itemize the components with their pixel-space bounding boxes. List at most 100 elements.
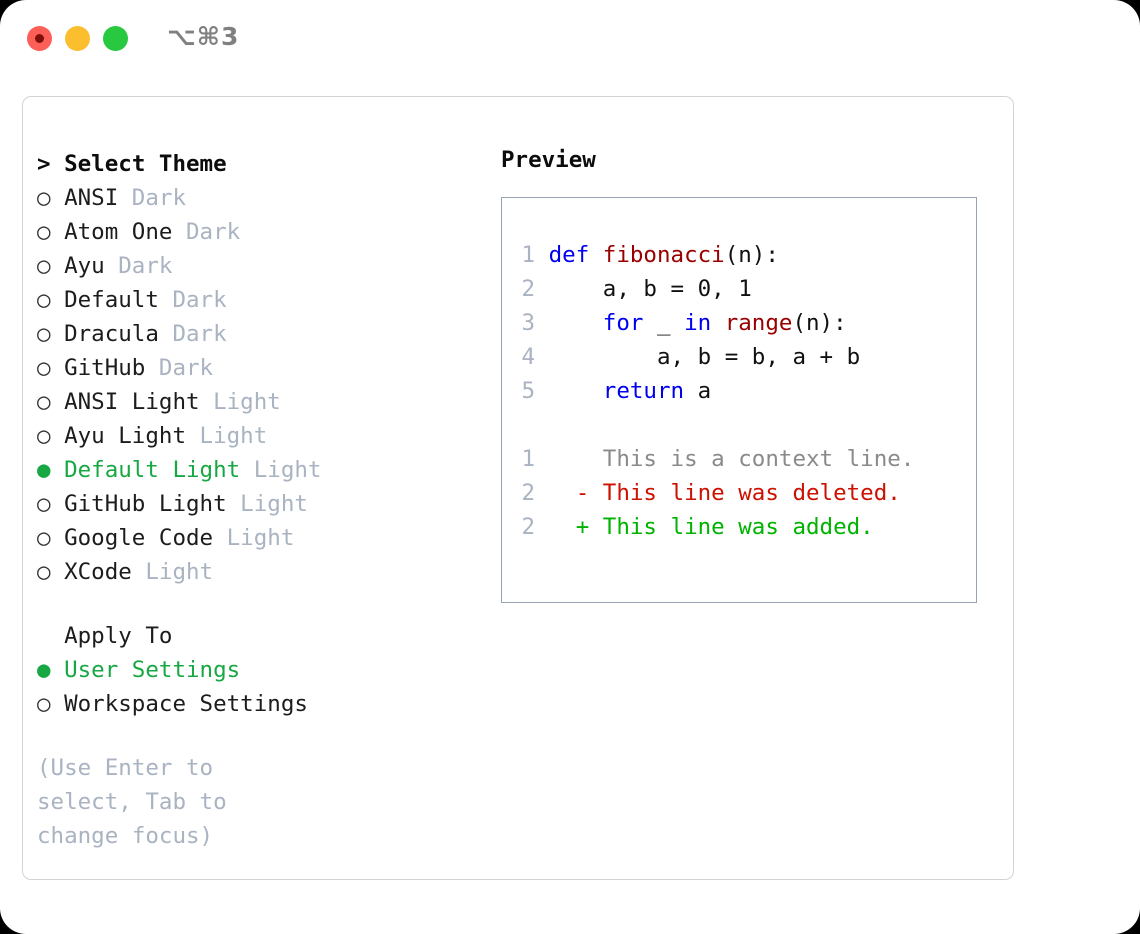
theme-variant-tag: Light	[226, 491, 308, 517]
diff-line: 2 + This line was added.	[508, 510, 914, 544]
code-line-number: 1	[521, 242, 536, 268]
theme-name-label: GitHub Light	[50, 491, 227, 517]
theme-name-label: ANSI	[50, 185, 119, 211]
code-token: for	[602, 310, 644, 336]
diff-line-number: 2	[521, 480, 536, 506]
diff-line: 2 - This line was deleted.	[508, 476, 914, 510]
code-token: (n):	[724, 242, 779, 268]
diff-text: This is a context line.	[589, 446, 915, 472]
radio-unselected-icon[interactable]: ○	[37, 559, 51, 585]
code-line-number: 3	[521, 310, 536, 336]
main-panel: > Select Theme ○ ANSI Dark○ Atom One Dar…	[22, 96, 1014, 880]
theme-variant-tag: Light	[240, 457, 322, 483]
code-line: 3 for _ in range(n):	[508, 306, 914, 340]
code-line-number: 5	[521, 378, 536, 404]
keyboard-hint: (Use Enter to select, Tab to change focu…	[37, 755, 227, 849]
diff-text: This line was deleted.	[589, 480, 901, 506]
diff-text: This line was added.	[589, 514, 874, 540]
code-token: def	[548, 242, 603, 268]
code-token	[549, 378, 603, 404]
theme-variant-tag: Dark	[172, 219, 241, 245]
theme-list-item[interactable]: ● Default Light Light	[37, 453, 497, 487]
diff-line-number: 1	[521, 446, 536, 472]
title-bar: ⌥⌘3	[0, 0, 1140, 78]
radio-unselected-icon[interactable]: ○	[37, 287, 51, 313]
diff-line: 1 This is a context line.	[508, 442, 915, 476]
diff-sign	[549, 446, 590, 472]
code-token: a, b = b, a + b	[548, 344, 861, 370]
code-line: 1 def fibonacci(n):	[508, 238, 914, 272]
radio-unselected-icon[interactable]: ○	[37, 253, 51, 279]
theme-list-item[interactable]: ○ Atom One Dark	[37, 215, 497, 249]
theme-name-label: Atom One	[50, 219, 173, 245]
code-token: range	[724, 310, 793, 336]
radio-unselected-icon[interactable]: ○	[37, 219, 51, 245]
code-blank-line	[508, 408, 914, 442]
theme-name-label: GitHub	[50, 355, 146, 381]
radio-selected-icon[interactable]: ●	[37, 457, 51, 483]
code-token: a	[684, 378, 712, 404]
theme-name-label: Default Light	[50, 457, 241, 483]
theme-variant-tag: Dark	[118, 185, 186, 211]
theme-variant-tag: Light	[186, 423, 268, 449]
code-line-number: 4	[521, 344, 536, 370]
theme-variant-tag: Light	[131, 559, 214, 585]
radio-unselected-icon[interactable]: ○	[37, 321, 51, 347]
code-token: fibonacci	[602, 242, 725, 268]
theme-name-label: Ayu Light	[50, 423, 186, 449]
code-token	[549, 310, 603, 336]
diff-sign: +	[548, 514, 590, 540]
radio-unselected-icon[interactable]: ○	[37, 423, 51, 449]
radio-unselected-icon[interactable]: ○	[37, 185, 51, 211]
theme-list-item[interactable]: ○ Dracula Dark	[37, 317, 497, 351]
code-line-number: 2	[521, 276, 536, 302]
theme-name-label: ANSI Light	[50, 389, 200, 415]
minimize-button-icon[interactable]	[65, 26, 90, 51]
theme-name-label: XCode	[50, 559, 132, 585]
code-token: a, b = 0, 1	[548, 276, 752, 302]
theme-variant-tag: Light	[199, 389, 281, 415]
radio-unselected-icon[interactable]: ○	[37, 525, 51, 551]
radio-unselected-icon[interactable]: ○	[37, 355, 51, 381]
apply-to-label: User Settings	[50, 657, 241, 683]
theme-picker-title: > Select Theme	[37, 151, 227, 177]
theme-list-item[interactable]: ○ ANSI Light Light	[37, 385, 497, 419]
theme-list-item[interactable]: ○ Ayu Light Light	[37, 419, 497, 453]
theme-list-item[interactable]: ○ GitHub Dark	[37, 351, 497, 385]
apply-to-label: Workspace Settings	[50, 691, 308, 717]
radio-selected-icon[interactable]: ●	[37, 657, 51, 683]
traffic-lights	[27, 26, 128, 51]
theme-list-item[interactable]: ○ XCode Light	[37, 555, 497, 589]
theme-list-item[interactable]: ○ Google Code Light	[37, 521, 497, 555]
maximize-button-icon[interactable]	[103, 26, 128, 51]
theme-variant-tag: Light	[213, 525, 295, 551]
apply-to-option[interactable]: ○ Workspace Settings	[37, 687, 497, 721]
theme-picker-column: > Select Theme ○ ANSI Dark○ Atom One Dar…	[37, 147, 497, 853]
apply-to-option[interactable]: ● User Settings	[37, 653, 497, 687]
diff-sign: -	[548, 480, 590, 506]
apply-to-options: ● User Settings○ Workspace Settings	[37, 653, 497, 721]
code-token: (n):	[792, 310, 847, 336]
radio-unselected-icon[interactable]: ○	[37, 491, 51, 517]
preview-title: Preview	[501, 147, 596, 173]
radio-unselected-icon[interactable]: ○	[37, 691, 51, 717]
code-line: 4 a, b = b, a + b	[508, 340, 914, 374]
keyboard-shortcut-label: ⌥⌘3	[167, 22, 240, 51]
theme-name-label: Ayu	[50, 253, 105, 279]
apply-to-title: Apply To	[64, 623, 173, 649]
theme-variant-tag: Dark	[104, 253, 173, 279]
theme-name-label: Google Code	[50, 525, 214, 551]
theme-list-item[interactable]: ○ ANSI Dark	[37, 181, 497, 215]
theme-variant-tag: Dark	[158, 287, 227, 313]
close-button-icon[interactable]	[27, 26, 52, 51]
theme-list-item[interactable]: ○ Default Dark	[37, 283, 497, 317]
theme-list-item[interactable]: ○ GitHub Light Light	[37, 487, 497, 521]
theme-name-label: Default	[50, 287, 159, 313]
theme-list-item[interactable]: ○ Ayu Dark	[37, 249, 497, 283]
code-token: in	[684, 310, 725, 336]
radio-unselected-icon[interactable]: ○	[37, 389, 51, 415]
